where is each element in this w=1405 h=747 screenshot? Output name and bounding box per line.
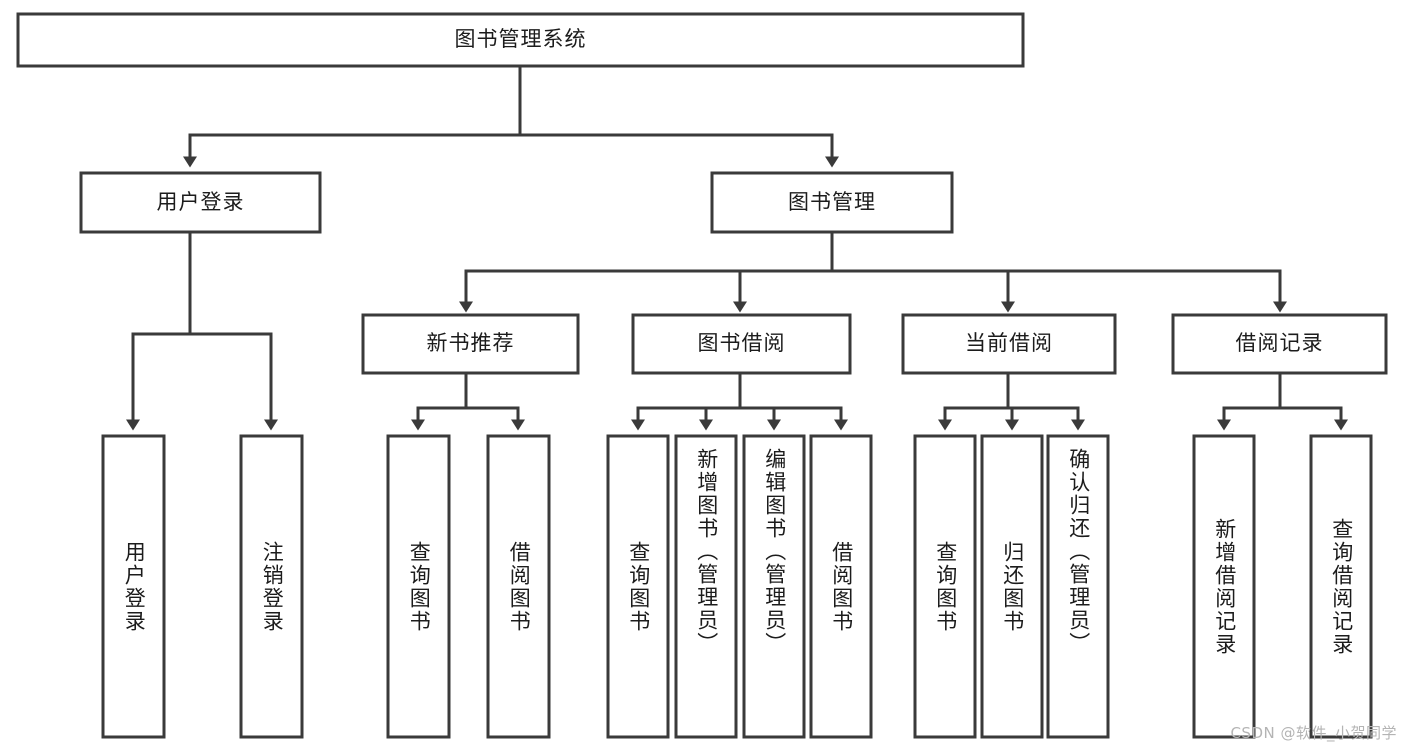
connector-user-login-bus <box>131 230 273 336</box>
connector-root-bus <box>188 64 834 137</box>
leaf-box-new-book-1[interactable] <box>386 434 451 739</box>
leaf-box-borrow-record-1[interactable] <box>1192 434 1256 739</box>
connector-book-mgmt-bus <box>464 230 1282 273</box>
leaf-box-user-login-2[interactable] <box>239 434 304 739</box>
node-box-new-book-recommend[interactable] <box>361 313 580 375</box>
leaf-box-book-borrow-2[interactable] <box>674 434 738 739</box>
leaf-box-book-borrow-1[interactable] <box>606 434 670 739</box>
leaf-box-current-borrow-1[interactable] <box>913 434 977 739</box>
connector-borrow-bus <box>636 371 843 410</box>
leaf-box-book-borrow-4[interactable] <box>809 434 873 739</box>
node-box-book-borrow[interactable] <box>631 313 852 375</box>
node-box-book-management[interactable] <box>710 171 954 234</box>
node-box-current-borrow[interactable] <box>901 313 1117 375</box>
csdn-watermark: CSDN @软件_小贺同学 <box>1230 724 1397 742</box>
connector-new-book-bus <box>416 371 520 410</box>
node-box-user-login[interactable] <box>79 171 322 234</box>
leaf-box-borrow-record-2[interactable] <box>1309 434 1373 739</box>
node-box-borrow-record[interactable] <box>1171 313 1388 375</box>
node-box-root[interactable] <box>16 12 1025 68</box>
leaf-box-current-borrow-3[interactable] <box>1046 434 1110 739</box>
leaf-box-current-borrow-2[interactable] <box>980 434 1044 739</box>
leaf-box-book-borrow-3[interactable] <box>742 434 806 739</box>
leaf-box-user-login-1[interactable] <box>101 434 166 739</box>
leaf-box-new-book-2[interactable] <box>486 434 551 739</box>
connector-current-bus <box>943 371 1080 410</box>
connector-record-bus <box>1222 371 1343 410</box>
